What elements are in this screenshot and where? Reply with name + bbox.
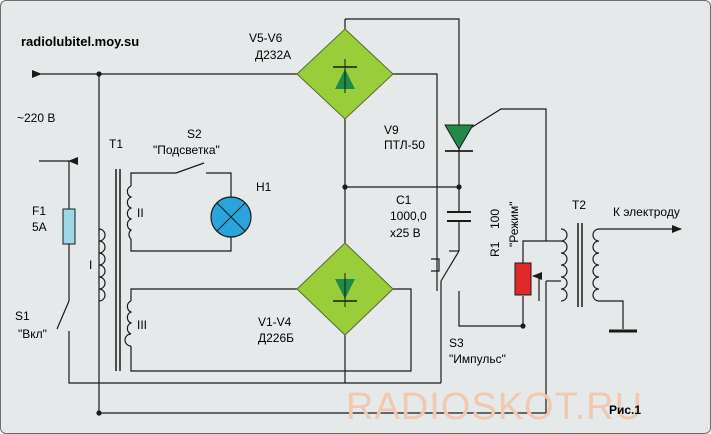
s2-name: "Подсветка"	[153, 143, 220, 157]
transformer-t1	[98, 169, 133, 371]
bridge-top-ref: V5-V6	[249, 31, 283, 45]
bridge-top-part: Д232А	[255, 48, 291, 62]
bridge-top	[296, 28, 394, 120]
watermark: RADIOSKOT.RU	[346, 386, 643, 428]
r1-value: 100	[488, 209, 502, 229]
bridge-bottom	[296, 242, 394, 336]
winding-ii-label: II	[137, 206, 144, 220]
s3-name: "Импульс"	[449, 352, 506, 366]
switch-s1	[56, 300, 70, 330]
site-url: radiolubitel.moy.su	[21, 34, 139, 49]
v9-part: ПТЛ-50	[384, 138, 425, 152]
f1-ref: F1	[32, 204, 46, 218]
f1-value: 5А	[32, 220, 47, 234]
switch-s3	[431, 250, 460, 383]
r1-ref: R1	[488, 241, 502, 257]
t1-ref: T1	[109, 137, 123, 151]
switch-s2	[175, 162, 205, 174]
labels: radiolubitel.moy.su ~220 В V5-V6 Д232А T…	[15, 31, 680, 428]
capacitor-c1	[447, 211, 471, 222]
winding-iii-label: III	[137, 318, 147, 332]
r1-name: "Режим"	[507, 201, 521, 247]
v9-ref: V9	[384, 123, 399, 137]
c1-ref: C1	[396, 193, 412, 207]
lamp-h1	[210, 196, 252, 238]
electrode-label: К электроду	[613, 205, 680, 219]
c1-value: 1000,0	[390, 209, 427, 223]
s1-name: "Вкл"	[18, 327, 47, 341]
bridge-bottom-ref: V1-V4	[258, 315, 292, 329]
t2-ref: T2	[572, 198, 586, 212]
fuse-f1	[62, 208, 76, 245]
resistor-r1	[514, 262, 542, 301]
h1-ref: H1	[256, 180, 272, 194]
transformer-t2	[560, 223, 600, 307]
c1-voltage: x25 В	[390, 226, 421, 240]
winding-i-label: I	[89, 258, 92, 272]
mains-label: ~220 В	[17, 111, 55, 125]
thyristor-v9	[444, 124, 474, 152]
junction-dots	[96, 71, 526, 416]
figure-label: Рис.1	[609, 403, 641, 417]
s3-ref: S3	[449, 336, 464, 350]
bridge-bottom-part: Д226Б	[258, 331, 294, 345]
s1-ref: S1	[15, 309, 30, 323]
s2-ref: S2	[187, 127, 202, 141]
wiring	[32, 18, 682, 414]
